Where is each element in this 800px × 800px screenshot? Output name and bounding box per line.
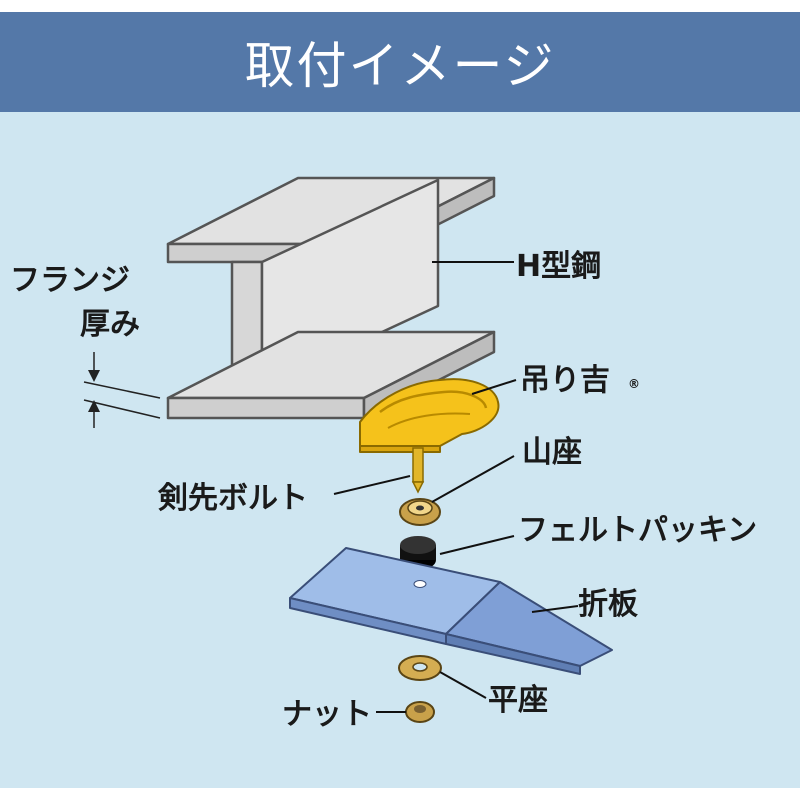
label-felt-packing: フェルトパッキン — [518, 513, 757, 548]
folded-plate — [289, 547, 613, 675]
label-h-beam: H型鋼 — [516, 249, 601, 284]
label-folded-plate: 折板 — [578, 587, 638, 622]
label-hanger: 吊り吉 — [520, 363, 610, 398]
flat-seat — [398, 655, 442, 681]
page-title: 取付イメージ — [244, 37, 556, 95]
label-mountain-seat: 山座 — [522, 435, 582, 470]
label-sword-bolt: 剣先ボルト — [157, 481, 308, 516]
leader-lines — [333, 261, 579, 713]
header-bar: 取付イメージ — [0, 12, 800, 112]
label-flat-seat: 平座 — [488, 683, 548, 718]
label-flange-thickness-line2: 厚み — [80, 307, 140, 342]
mountain-seat — [399, 498, 441, 526]
flange-thickness-dimension — [83, 352, 161, 428]
label-registered-mark: ® — [628, 377, 640, 391]
sword-bolt — [411, 447, 425, 494]
label-nut: ナット — [282, 697, 372, 732]
nut — [405, 701, 435, 723]
label-flange-thickness-line1: フランジ — [10, 263, 130, 298]
